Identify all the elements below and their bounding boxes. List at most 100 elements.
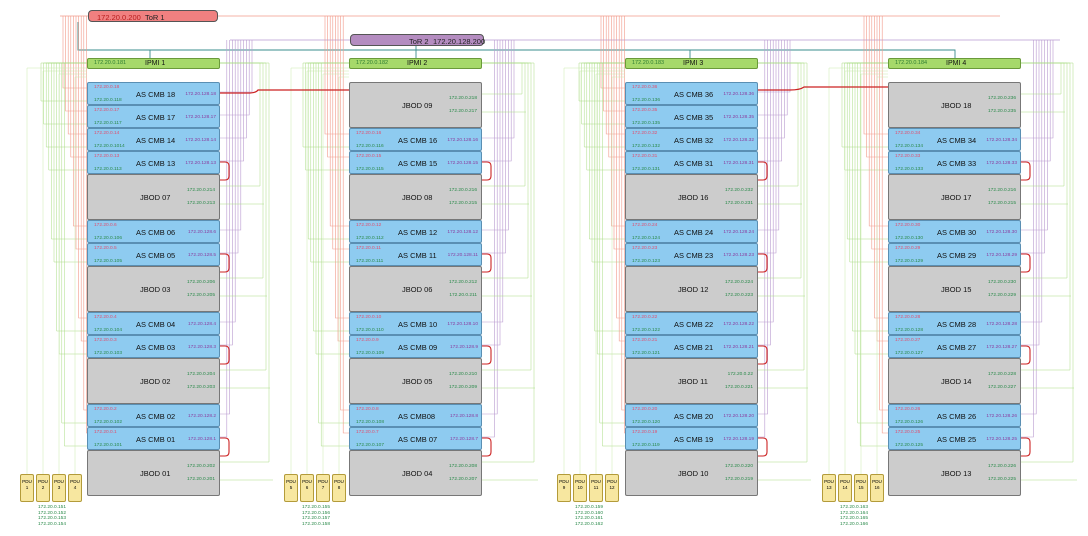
pdu-number: 3 (57, 485, 61, 490)
cmb-name: AS CMB 15 (398, 159, 438, 168)
cmb-bmc-ip: 172.20.0.1 (94, 430, 117, 435)
tor-2-switch[interactable]: ToR 2 172.20.128.200 (350, 34, 485, 46)
pdu-label: PDU (856, 479, 866, 484)
jbod-ip-2: 172.20.0.201 (186, 477, 215, 482)
cmb-name: AS CMB 27 (937, 343, 977, 352)
data-cable (1021, 40, 1045, 254)
cmb-bmc-ip: 172.20.0.14 (94, 131, 120, 136)
jbod-mgmt-cable (1021, 62, 1071, 371)
cmb-secondary-ip: 172.20.128.19 (723, 437, 754, 442)
cmb-name: AS CMB 03 (136, 343, 176, 352)
ipmi-cable (857, 62, 888, 424)
jbod-ip-1: 172.20.0.202 (186, 464, 215, 469)
bmc-cable (618, 16, 625, 342)
cmb-bmc-ip: 172.20.0.30 (895, 223, 921, 228)
jbod-name: JBOD 18 (941, 101, 972, 110)
power-cable (563, 67, 625, 474)
jbod-name: JBOD 04 (402, 469, 433, 478)
cmb-data-ip: 172.20.0.119 (632, 443, 660, 448)
cmb-data-ip: 172.20.0.109 (356, 351, 385, 356)
data-cable (758, 40, 774, 323)
cmb-name: AS CMB 21 (674, 343, 714, 352)
tor-1-switch[interactable]: 172.20.0.200 ToR 1 (88, 10, 218, 22)
cmb-name: AS CMB 07 (398, 435, 438, 444)
